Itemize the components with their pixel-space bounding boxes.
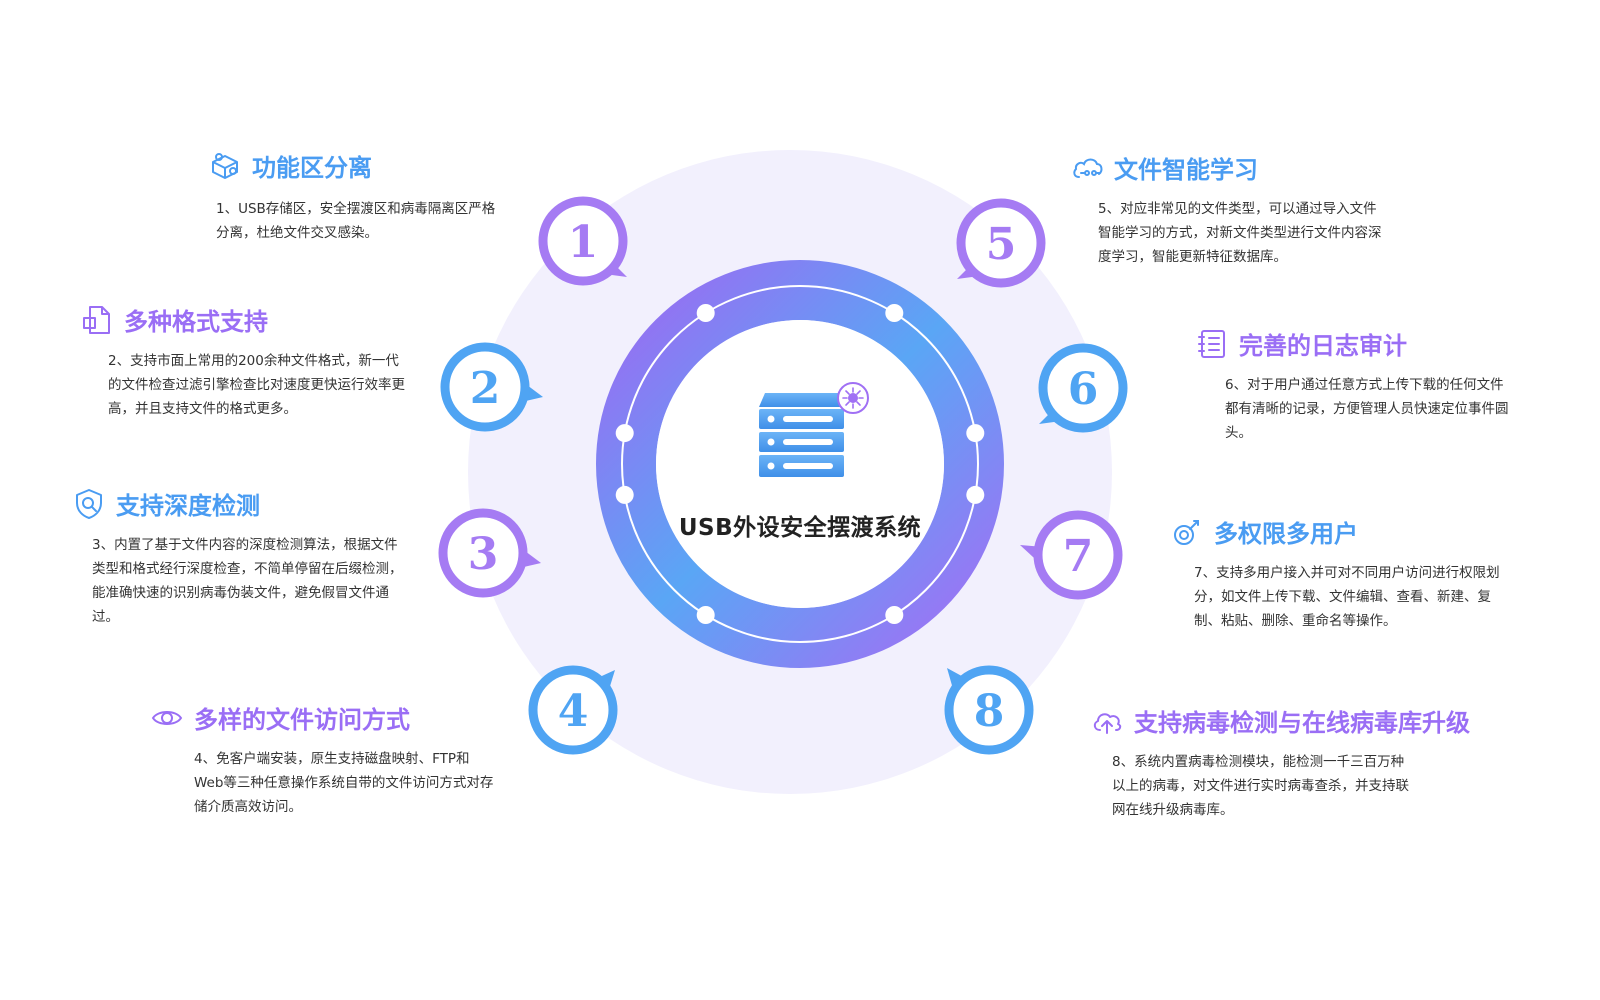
bubble-number: 7 (1063, 531, 1094, 582)
feature-description: 2、支持市面上常用的200余种文件格式，新一代的文件检查过滤引擎检查比对速度更快… (108, 353, 405, 417)
bubble-ring (528, 665, 618, 755)
server-stack-icon (759, 393, 844, 477)
number-bubble-8: 8 (944, 665, 1034, 755)
feature-title: 支持深度检测 (116, 492, 260, 520)
eye-icon (151, 710, 183, 725)
feature-6: 完善的日志审计 6、对于用户通过任意方式上传下载的任何文件都有清晰的记录，方便管… (1195, 326, 1515, 445)
number-bubble-2: 2 (440, 342, 543, 432)
number-bubble-7: 7 (1020, 510, 1123, 600)
number-bubble-5: 5 (956, 198, 1046, 288)
feature-3: 支持深度检测 3、内置了基于文件内容的深度检测算法，根据文件类型和格式经行深度检… (72, 486, 404, 629)
bubble-number: 4 (558, 686, 589, 737)
feature-description: 8、系统内置病毒检测模块，能检测一千三百万种以上的病毒，对文件进行实时病毒查杀，… (1112, 754, 1409, 818)
bubble-number: 2 (470, 363, 501, 414)
number-bubble-1: 1 (538, 196, 628, 286)
orbit-dots (615, 304, 985, 624)
orbit-dot (885, 606, 904, 624)
feature-1: 功能区分离 1、USB存储区，安全摆渡区和病毒隔离区严格分离，杜绝文件交叉感染。 (208, 148, 506, 245)
bubble-ring (956, 198, 1046, 288)
list-icon (1198, 329, 1225, 358)
shield-search-icon (76, 488, 102, 519)
feature-title: 功能区分离 (252, 154, 372, 182)
orbit-line (621, 285, 979, 643)
number-bubble-6: 6 (1038, 343, 1128, 433)
feature-title: 多样的文件访问方式 (194, 706, 410, 734)
number-bubble-4: 4 (528, 665, 618, 755)
orbit-dot (885, 304, 904, 322)
feature-description: 6、对于用户通过任意方式上传下载的任何文件都有清晰的记录，方便管理人员快速定位事… (1225, 377, 1509, 441)
number-bubble-3: 3 (438, 508, 541, 598)
feature-description: 3、内置了基于文件内容的深度检测算法，根据文件类型和格式经行深度检查，不简单停留… (92, 537, 403, 625)
document-icon (83, 305, 110, 334)
feature-description: 5、对应非常见的文件类型，可以通过导入文件智能学习的方式，对新文件类型进行文件内… (1098, 201, 1382, 265)
system-title: USB外设安全摆渡系统 (678, 515, 922, 541)
bubble-number: 5 (986, 219, 1017, 270)
bubble-ring (440, 342, 530, 432)
virus-icon (837, 382, 869, 414)
bubble-ring (1033, 510, 1123, 600)
orbit-dot (696, 606, 715, 624)
feature-title: 文件智能学习 (1114, 156, 1258, 184)
cloud-network-icon (1073, 158, 1103, 178)
feature-description: 1、USB存储区，安全摆渡区和病毒隔离区严格分离，杜绝文件交叉感染。 (216, 201, 496, 241)
key-user-icon (1174, 519, 1199, 545)
feature-2: 多种格式支持 2、支持市面上常用的200余种文件格式，新一代的文件检查过滤引擎检… (80, 302, 408, 421)
feature-4: 多样的文件访问方式 4、免客户端安装，原生支持磁盘映射、FTP和Web等三种任意… (150, 700, 494, 819)
center-gradient-ring (596, 260, 1004, 668)
feature-title: 多权限多用户 (1214, 520, 1358, 548)
bubble-ring (438, 508, 528, 598)
bubble-number: 6 (1068, 364, 1099, 415)
bubble-number: 3 (468, 529, 499, 580)
bubble-ring (538, 196, 628, 286)
orbit-dot (966, 424, 985, 443)
orbit-dot (696, 304, 715, 322)
feature-8: 支持病毒检测与在线病毒库升级 8、系统内置病毒检测模块，能检测一千三百万种以上的… (1090, 703, 1470, 822)
bubble-number: 8 (974, 686, 1005, 737)
feature-description: 4、免客户端安装，原生支持磁盘映射、FTP和Web等三种任意操作系统自带的文件访… (194, 751, 494, 815)
cloud-upload-icon (1093, 712, 1122, 734)
feature-7: 多权限多用户 7、支持多用户接入并可对不同用户访问进行权限划分，如文件上传下载、… (1170, 514, 1504, 633)
orbit-dot (966, 485, 985, 504)
feature-title: 完善的日志审计 (1239, 332, 1407, 360)
bubble-number: 1 (568, 217, 599, 268)
feature-5: 文件智能学习 5、对应非常见的文件类型，可以通过导入文件智能学习的方式，对新文件… (1070, 150, 1388, 269)
feature-title: 支持病毒检测与在线病毒库升级 (1134, 709, 1470, 737)
orbit-dot (615, 485, 634, 504)
orbit-dot (615, 424, 634, 443)
bubble-ring (944, 665, 1034, 755)
number-bubbles: 1 2 3 4 5 6 7 8 (438, 196, 1128, 755)
puzzle-box-icon (212, 152, 238, 179)
feature-description: 7、支持多用户接入并可对不同用户访问进行权限划分，如文件上传下载、文件编辑、查看… (1194, 565, 1500, 629)
bubble-ring (1038, 343, 1128, 433)
feature-title: 多种格式支持 (124, 308, 268, 336)
